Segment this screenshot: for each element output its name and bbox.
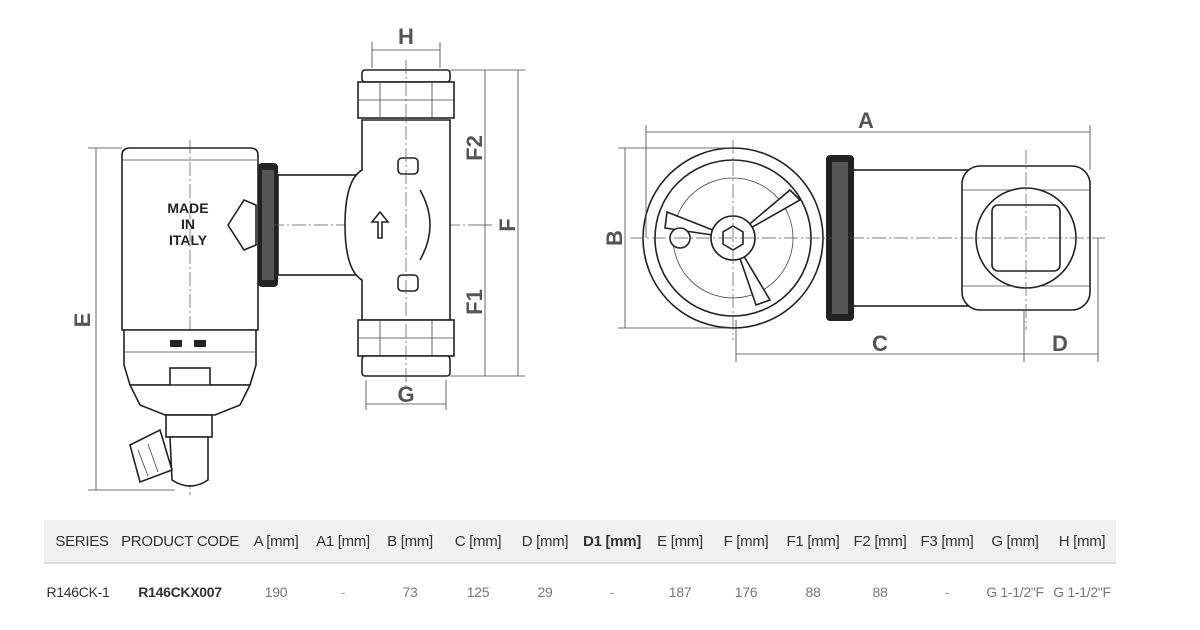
filter-base [128,384,252,416]
bottom-nut [357,319,455,377]
stamp-italy: ITALY [169,232,208,248]
dimensions-table: SERIES PRODUCT CODE A [mm] A1 [mm] B [mm… [44,520,1116,620]
header-h: H [mm] [1058,532,1106,550]
dim-label-f: F [495,218,520,231]
side-view: MADE IN ITALY [70,24,525,495]
cell-e: 187 [668,584,692,600]
stamp-made: MADE [167,200,208,216]
dim-label-c: C [872,331,888,356]
cell-b: 73 [402,584,418,600]
dim-label-d: D [1052,331,1068,356]
header-g: G [mm] [991,532,1039,550]
drain-valve [169,436,209,487]
dim-label-h: H [398,24,414,49]
cell-product-code: R146CKX007 [138,584,222,600]
drain-knob [129,428,173,484]
cell-c: 125 [466,584,490,600]
header-product-code: PRODUCT CODE [121,532,239,550]
cell-a1: - [340,584,346,600]
table-row: R146CK-1 R146CKX007 190 - 73 125 29 - 18… [44,564,1116,620]
dim-label-e: E [70,313,95,328]
flow-arrow-icon [370,210,390,239]
cell-d: 29 [537,584,553,600]
header-f1: F1 [mm] [786,532,840,550]
cell-d1: - [609,584,615,600]
dim-label-f2: F2 [462,135,487,161]
cell-f3: - [944,584,950,600]
dimension-lines [88,42,525,491]
cell-h: G 1-1/2"F [1053,584,1111,600]
header-a: A [mm] [253,532,299,550]
end-view: A B C D [602,108,1105,362]
header-b: B [mm] [387,532,433,550]
table-header-row: SERIES PRODUCT CODE A [mm] A1 [mm] B [mm… [44,520,1116,564]
cell-f: 176 [734,584,758,600]
cell-a: 190 [264,584,288,600]
stamp-in: IN [181,216,195,232]
header-c: C [mm] [454,532,502,550]
header-d1: D1 [mm] [583,532,641,550]
header-e: E [mm] [657,532,703,550]
header-f2: F2 [mm] [853,532,907,550]
dim-label-f1: F1 [462,289,487,315]
dim-label-b: B [602,230,627,246]
cell-series: R146CK-1 [46,584,110,600]
header-a1: A1 [mm] [316,532,370,550]
cell-g: G 1-1/2"F [986,584,1044,600]
cell-f1: 88 [805,584,821,600]
header-series: SERIES [55,532,109,550]
technical-drawing: MADE IN ITALY [70,24,1105,495]
cell-f2: 88 [872,584,888,600]
end-dimension-lines [618,125,1099,362]
dim-label-a: A [858,108,874,133]
dim-label-g: G [397,382,414,407]
tee-body [344,119,451,321]
header-f3: F3 [mm] [920,532,974,550]
header-f: F [mm] [723,532,769,550]
header-d: D [mm] [521,532,569,550]
